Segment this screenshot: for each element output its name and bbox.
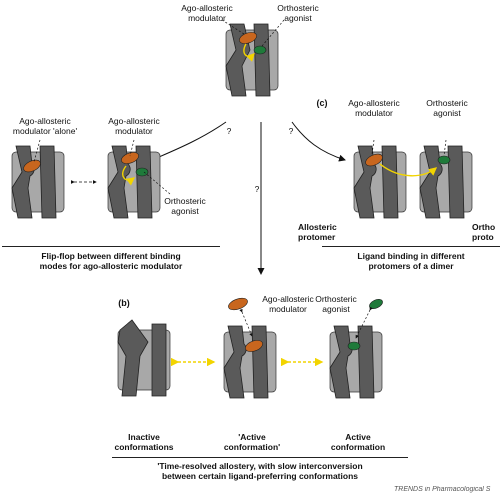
c-ortho-label-text: Orthosteric agonist (426, 98, 468, 118)
question-middle: ? (254, 184, 260, 194)
top-ortho-label-text: Orthosteric agonist (277, 3, 319, 23)
panel-c-protomer-left (353, 145, 407, 219)
panel-a-receptor-alone (11, 145, 65, 219)
a-ortho-pointer (143, 171, 171, 195)
c-ortho-protomer-text: Ortho proto (472, 222, 496, 242)
top-ago-pointer (221, 19, 245, 35)
panel-b-active-receptor (329, 325, 383, 399)
source-credit: TRENDS in Pharmacological S (394, 486, 491, 493)
c-caption: Ligand binding in different protomers of… (322, 251, 500, 271)
b-ago-binding-arrow (239, 308, 253, 337)
b-free-ago-ligand (228, 297, 248, 311)
b-ortho-label-text: Orthosteric agonist (315, 294, 357, 314)
question-left: ? (226, 126, 232, 136)
a-caption: Flip-flop between different binding mode… (0, 251, 222, 271)
b-active-q-label-text: 'Active conformation' (223, 432, 281, 452)
panel-c-protomer-right (419, 145, 473, 219)
b-caption: 'Time-resolved allostery, with slow inte… (112, 461, 408, 481)
a-ortho-label: Orthosteric agonist (150, 196, 220, 216)
c-ortho-protomer: Ortho proto (472, 222, 500, 242)
c-ago-label: Ago-allosteric modulator (334, 98, 414, 118)
c-caption-rule (322, 246, 500, 247)
a-ago-pointer (129, 139, 135, 157)
c-allosteric-protomer-text: Allosteric protomer (298, 222, 337, 242)
a-caption-text: Flip-flop between different binding mode… (39, 251, 183, 271)
c-ago-label-text: Ago-allosteric modulator (348, 98, 400, 118)
top-ago-label-text: Ago-allosteric modulator (181, 3, 233, 23)
b-active-q-label: 'Active conformation' (212, 432, 292, 452)
a-ago-label-text: Ago-allosteric modulator (108, 116, 160, 136)
c-allosteric-protomer: Allosteric protomer (298, 222, 354, 242)
b-caption-rule (112, 457, 408, 458)
b-active-label: Active conformation (318, 432, 398, 452)
b-ortho-label: Orthosteric agonist (306, 294, 366, 314)
panel-c-id: (c) (316, 98, 328, 108)
a-caption-rule (2, 246, 220, 247)
panel-b-inactive-receptor (117, 319, 171, 397)
question-right: ? (288, 126, 294, 136)
c-ortho-pointer (443, 139, 447, 157)
a-ago-label: Ago-allosteric modulator (94, 116, 174, 136)
top-ago-label: Ago-allosteric modulator (152, 3, 262, 23)
top-receptor (225, 23, 279, 97)
a-alone-label-text: Ago-allosteric modulator 'alone' (12, 116, 78, 136)
c-ortho-label: Orthosteric agonist (412, 98, 482, 118)
top-ortho-pointer (261, 19, 285, 47)
b-ago-label: Ago-allosteric modulator (248, 294, 328, 314)
b-caption-text: 'Time-resolved allostery, with slow inte… (157, 461, 363, 481)
c-caption-text: Ligand binding in different protomers of… (357, 251, 465, 271)
panel-b-active-q-receptor (223, 325, 277, 399)
b-free-ortho-ligand (369, 299, 383, 309)
arrow-to-c (291, 121, 346, 162)
a-ortho-label-text: Orthosteric agonist (164, 196, 206, 216)
top-ortho-label: Orthosteric agonist (258, 3, 338, 23)
panel-a-receptor-bound (107, 145, 161, 219)
b-ortho-binding-arrow (355, 306, 373, 339)
a-alone-label: Ago-allosteric modulator 'alone' (0, 116, 90, 136)
b-active-label-text: Active conformation (330, 432, 386, 452)
panel-b-id: (b) (118, 298, 130, 308)
c-transactivation-arrow (379, 163, 438, 177)
b-inactive-label-text: Inactive conformations (114, 432, 174, 452)
b-ago-label-text: Ago-allosteric modulator (262, 294, 314, 314)
b-inactive-label: Inactive conformations (104, 432, 184, 452)
